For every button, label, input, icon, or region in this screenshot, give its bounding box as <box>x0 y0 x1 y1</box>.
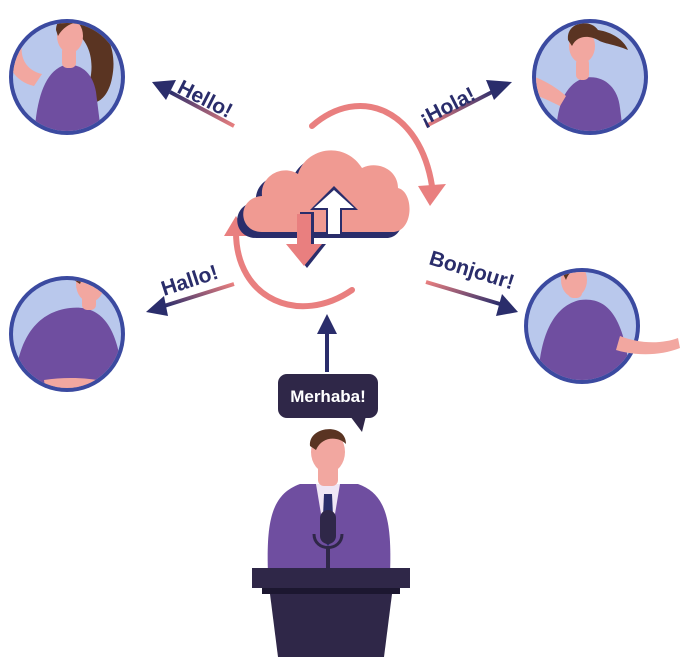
greeting-top-right: ¡Hola! <box>416 83 479 131</box>
microphone-icon <box>312 510 344 572</box>
arrow-speaker-to-cloud <box>317 314 337 372</box>
speech-bubble <box>278 374 378 432</box>
arrow-to-mid-right <box>425 280 518 316</box>
cloud-upload-download-icon <box>237 150 410 268</box>
podium <box>252 568 410 657</box>
avatar-mid-left <box>9 276 125 392</box>
arrow-to-top-left <box>152 80 235 128</box>
avatar-mid-right <box>524 268 680 384</box>
greeting-top-left: Hello! <box>174 76 236 123</box>
arrow-to-top-right <box>425 80 512 128</box>
speech-text: Merhaba! <box>290 387 366 406</box>
avatar-top-right <box>532 19 648 135</box>
arrow-to-mid-left <box>146 282 235 316</box>
greeting-mid-left: Hallo! <box>158 261 221 301</box>
avatar-top-left <box>9 19 125 135</box>
